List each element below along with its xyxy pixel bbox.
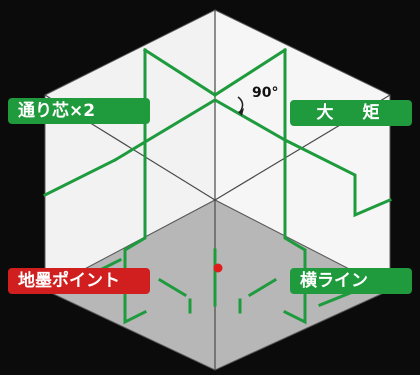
laser-ceiling-left (142, 47, 218, 98)
laser-vertical-1 (123, 48, 148, 325)
laser-vertical-2 (282, 48, 307, 325)
angle-arrow (238, 108, 244, 116)
label-right-angle: 大 矩 (290, 100, 412, 126)
label-horizontal-line: 横ライン (290, 268, 412, 294)
label-floor-point: 地墨ポイント (8, 268, 150, 294)
laser-floor-right (247, 277, 278, 298)
label-vertical-lines: 通り芯×2 (8, 98, 150, 124)
floor-point-dot (213, 263, 223, 273)
laser-horizontal-left-end (42, 157, 118, 198)
laser-horizontal (112, 98, 392, 218)
laser-floor-left (157, 277, 188, 298)
laser-ceiling-right (212, 47, 288, 98)
angle-text: 90° (252, 85, 278, 101)
